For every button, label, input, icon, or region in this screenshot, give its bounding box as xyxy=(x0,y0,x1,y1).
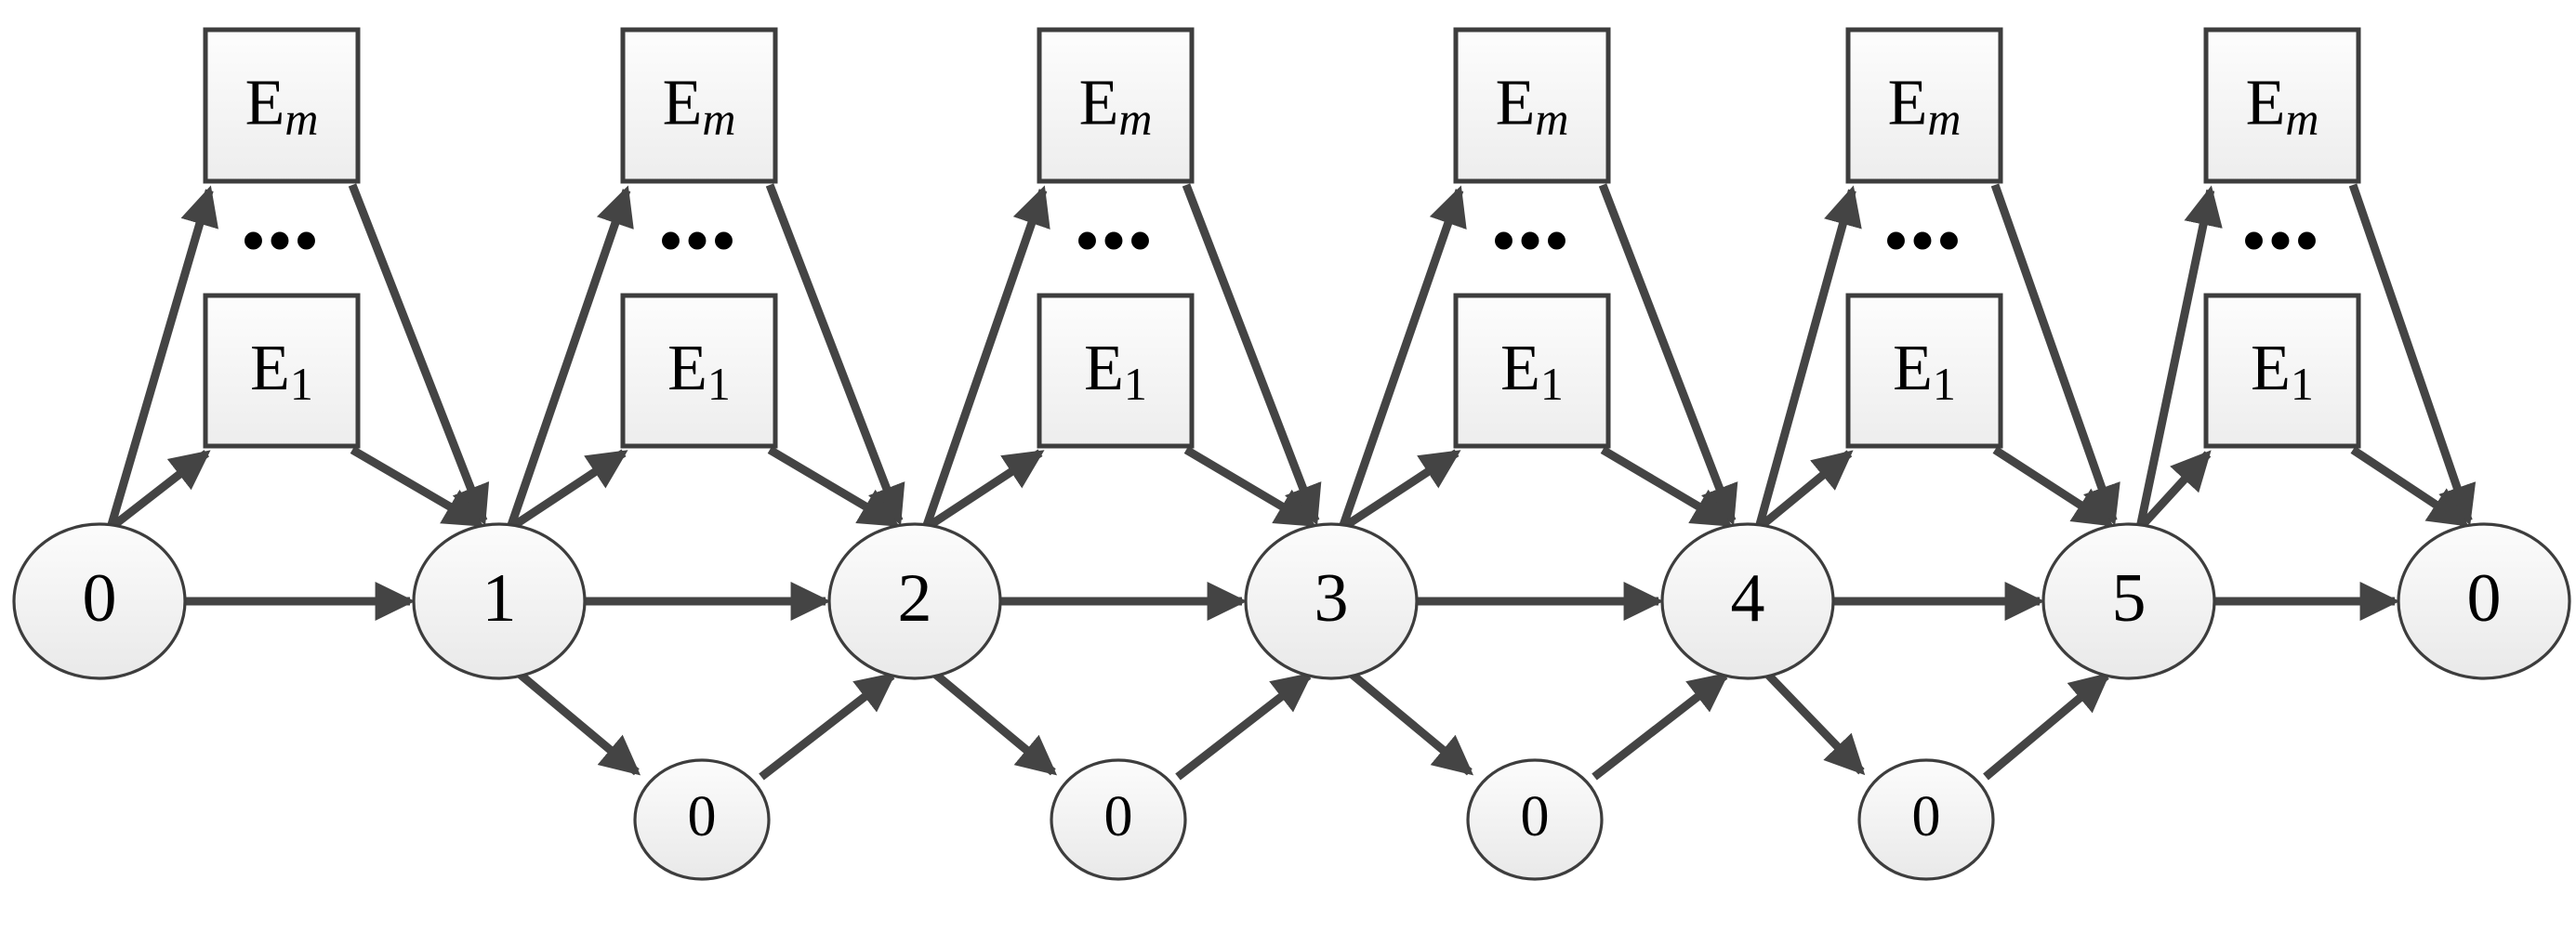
node-circle[interactable] xyxy=(1244,522,1419,680)
edge-bypass-down-1 xyxy=(929,667,1058,776)
node-label: 0 xyxy=(1104,785,1133,848)
edge-node-to-expert-bottom-4 xyxy=(1756,450,1854,532)
expert-box-bottom[interactable] xyxy=(1453,293,1611,449)
node-label: 5 xyxy=(2112,560,2147,637)
node-label: 2 xyxy=(898,560,932,637)
node-circle[interactable] xyxy=(1660,522,1835,680)
expert-group-g4: Em•••E1 xyxy=(1845,27,2003,449)
main-node-n5[interactable]: 5 xyxy=(2041,522,2216,680)
edge-expert-bottom-to-node-2 xyxy=(1183,446,1316,528)
edge-expert-bottom-to-node-4 xyxy=(1992,446,2114,528)
expert-box-top[interactable] xyxy=(1845,27,2003,184)
edge-expert-bottom-to-node-1 xyxy=(767,446,900,528)
node-label: 0 xyxy=(1521,785,1550,848)
expert-box-top[interactable] xyxy=(1037,27,1195,184)
edge-expert-top-to-node-2 xyxy=(1182,183,1322,526)
node-circle[interactable] xyxy=(1466,758,1604,881)
expert-group-g3: Em•••E1 xyxy=(1453,27,1611,449)
expert-box-bottom-label: E1 xyxy=(1084,333,1147,410)
node-circle[interactable] xyxy=(827,522,1002,680)
node-circle[interactable] xyxy=(2041,522,2216,680)
bypass-node-b2[interactable]: 0 xyxy=(1466,758,1604,881)
expert-box-top[interactable] xyxy=(2203,27,2361,184)
edge-node-to-expert-top-2 xyxy=(921,185,1050,530)
edge-bypass-up-2 xyxy=(1592,672,1729,781)
expert-box-top-label: Em xyxy=(2246,68,2319,145)
edge-node-to-expert-top-4 xyxy=(1754,185,1862,530)
node-label: 0 xyxy=(688,785,717,848)
expert-box-bottom-label: E1 xyxy=(2251,333,2314,410)
edge-bypass-down-0 xyxy=(513,667,641,776)
edge-expert-top-to-node-5 xyxy=(2348,183,2477,526)
expert-box-top[interactable] xyxy=(203,27,361,184)
edge-node-to-expert-bottom-0 xyxy=(108,450,211,532)
node-label: 1 xyxy=(482,560,517,637)
bypass-node-b0[interactable]: 0 xyxy=(633,758,771,881)
nodes-layer: 0 1 2 3 4 5 0 0 0 0 0 xyxy=(12,522,2571,881)
expert-group-g0: Em•••E1 xyxy=(203,27,361,449)
bypass-node-b3[interactable]: 0 xyxy=(1857,758,1995,881)
edge-bypass-down-3 xyxy=(1761,667,1866,776)
bypass-node-b1[interactable]: 0 xyxy=(1050,758,1187,881)
edge-node-to-expert-bottom-1 xyxy=(508,449,628,532)
expert-box-bottom[interactable] xyxy=(2203,293,2361,449)
edge-bypass-up-1 xyxy=(1175,672,1313,781)
expert-group-ellipsis: ••• xyxy=(242,205,322,277)
edge-bypass-up-0 xyxy=(759,672,896,781)
expert-box-bottom[interactable] xyxy=(620,293,778,449)
edge-expert-top-to-node-3 xyxy=(1598,183,1738,526)
edge-node-to-expert-bottom-3 xyxy=(1340,449,1461,532)
edge-expert-top-to-node-1 xyxy=(765,183,905,526)
edge-node-to-expert-top-5 xyxy=(2135,185,2223,529)
node-label: 0 xyxy=(1912,785,1941,848)
main-node-n2[interactable]: 2 xyxy=(827,522,1002,680)
node-circle[interactable] xyxy=(633,758,771,881)
expert-group-ellipsis: ••• xyxy=(659,205,739,277)
edge-bypass-up-3 xyxy=(1983,672,2111,781)
node-circle[interactable] xyxy=(12,522,187,680)
expert-group-ellipsis: ••• xyxy=(1884,205,1964,277)
edge-node-to-expert-top-3 xyxy=(1338,185,1467,530)
expert-box-top[interactable] xyxy=(1453,27,1611,184)
node-circle[interactable] xyxy=(1857,758,1995,881)
edge-expert-top-to-node-0 xyxy=(348,183,490,526)
expert-boxes-layer: Em•••E1Em•••E1Em•••E1Em•••E1Em•••E1Em•••… xyxy=(203,27,2361,449)
main-node-n0[interactable]: 0 xyxy=(12,522,187,680)
expert-group-g2: Em ••• E1 xyxy=(1037,27,1195,449)
main-node-n3[interactable]: 3 xyxy=(1244,522,1419,680)
edge-expert-bottom-to-node-0 xyxy=(350,446,484,528)
expert-box-top-label: Em xyxy=(1888,68,1962,145)
node-label: 0 xyxy=(83,560,117,637)
expert-group-g5: Em ••• E1 xyxy=(2203,27,2361,449)
expert-group-ellipsis: ••• xyxy=(2242,205,2322,277)
expert-box-bottom[interactable] xyxy=(203,293,361,449)
edge-expert-bottom-to-node-5 xyxy=(2350,446,2469,528)
main-node-n6[interactable]: 0 xyxy=(2397,522,2571,680)
edge-node-to-expert-bottom-5 xyxy=(2136,450,2212,532)
expert-group-ellipsis: ••• xyxy=(1076,205,1156,277)
edge-node-to-expert-top-0 xyxy=(106,185,219,530)
node-circle[interactable] xyxy=(1050,758,1187,881)
node-label: 0 xyxy=(2467,560,2502,637)
expert-box-top[interactable] xyxy=(620,27,778,184)
expert-box-bottom[interactable] xyxy=(1037,293,1195,449)
edge-expert-top-to-node-4 xyxy=(1990,183,2120,526)
edge-expert-bottom-to-node-3 xyxy=(1600,446,1733,528)
node-label: 4 xyxy=(1731,560,1765,637)
edge-node-to-expert-bottom-2 xyxy=(923,449,1045,532)
main-node-n1[interactable]: 1 xyxy=(412,522,587,680)
main-node-n4[interactable]: 4 xyxy=(1660,522,1835,680)
edge-node-to-expert-top-1 xyxy=(506,185,634,530)
edges-layer xyxy=(106,183,2477,781)
expert-group-ellipsis: ••• xyxy=(1492,205,1572,277)
node-circle[interactable] xyxy=(2397,522,2571,680)
node-label: 3 xyxy=(1314,560,1349,637)
node-circle[interactable] xyxy=(412,522,587,680)
expert-box-bottom[interactable] xyxy=(1845,293,2003,449)
edge-bypass-down-2 xyxy=(1345,667,1474,776)
expert-box-top-label: Em xyxy=(1079,68,1153,145)
expert-group-g1: Em•••E1 xyxy=(620,27,778,449)
